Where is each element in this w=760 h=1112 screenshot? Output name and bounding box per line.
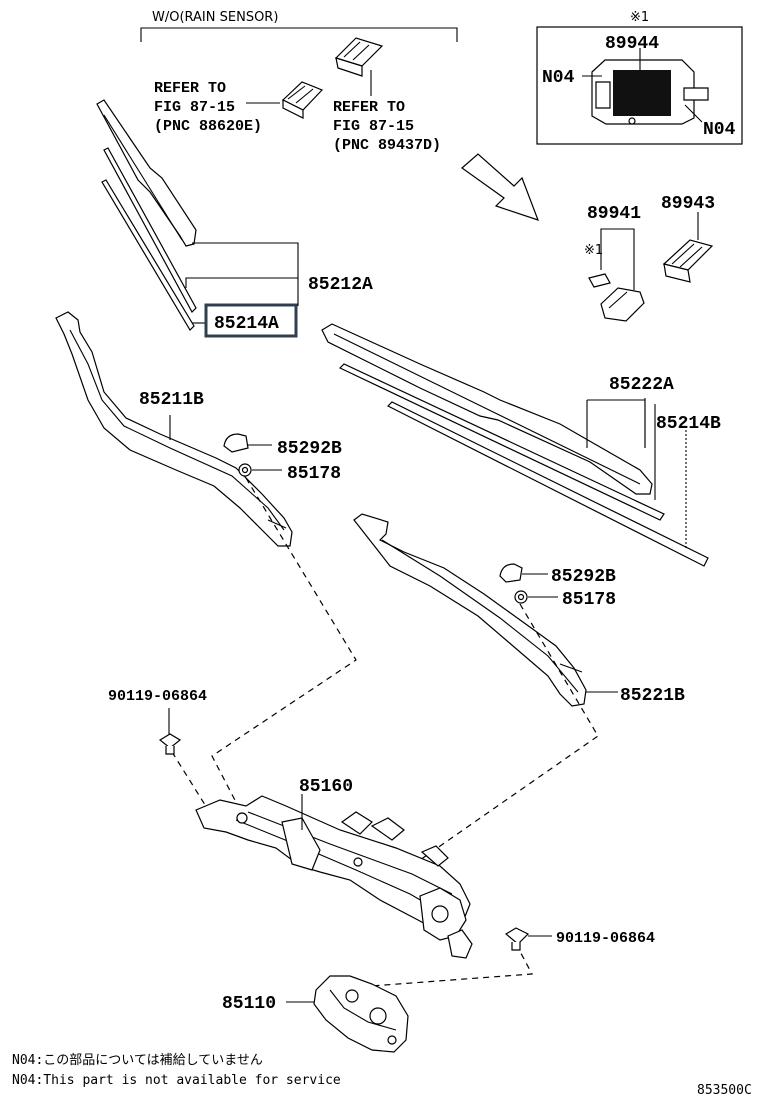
part-89943: 89943 [661, 194, 715, 214]
part-85292B-left: 85292B [277, 439, 342, 459]
wiper-motor: 85110 [222, 975, 409, 1053]
left-cap-nut: 85292B 85178 [223, 433, 342, 484]
right-cap-nut: 85292B 85178 [499, 563, 616, 610]
refer-line: (PNC 89437D) [333, 137, 441, 154]
inset-part-number: 89944 [605, 34, 659, 54]
part-85222A: 85222A [609, 375, 674, 395]
part-89941: 89941 [587, 204, 641, 224]
part-85211B: 85211B [139, 390, 204, 410]
part-85178-left: 85178 [287, 464, 341, 484]
bolt-right: 90119-06864 [504, 927, 655, 951]
part-85110: 85110 [222, 994, 276, 1014]
footnotes: N04:この部品については補給していません N04:This part is n… [12, 1053, 752, 1098]
refer-note-1: REFER TO FIG 87-15 (PNC 88620E) [154, 80, 262, 135]
variant-label: W/O(RAIN SENSOR) [152, 10, 278, 25]
wiper-linkage: 85160 [195, 777, 473, 959]
highlight-85214A [204, 303, 298, 338]
sensor-parts: 89941 89943 ※1 [584, 194, 715, 322]
part-85212A: 85212A [308, 275, 373, 295]
inset-right-note: N04 [703, 120, 736, 140]
refer-line: REFER TO [333, 99, 405, 116]
marker-1: ※1 [584, 243, 603, 258]
part-85178-right: 85178 [562, 590, 616, 610]
left-wiper-arm: 85211B [55, 311, 293, 547]
part-90119-right: 90119-06864 [556, 930, 655, 947]
inset-left-note: N04 [542, 68, 575, 88]
bolt-left: 90119-06864 [108, 688, 207, 755]
assembly-guides [171, 477, 599, 989]
rain-sensor-cover-1 [246, 81, 324, 119]
footnote-en: N04:This part is not available for servi… [12, 1073, 341, 1088]
refer-line: FIG 87-15 [154, 99, 235, 116]
part-85214A: 85214A [214, 314, 279, 334]
part-85221B: 85221B [620, 686, 685, 706]
variant-bracket: W/O(RAIN SENSOR) [140, 10, 458, 42]
refer-line: REFER TO [154, 80, 226, 97]
figure-id: 853500C [697, 1083, 752, 1098]
right-wiper-arm: 85221B [353, 513, 685, 707]
right-wiper-blade: 85222A 85214B [321, 323, 721, 567]
part-85292B-right: 85292B [551, 567, 616, 587]
footnote-jp: N04:この部品については補給していません [12, 1053, 263, 1068]
inset-marker: ※1 [630, 10, 649, 25]
inset-box: ※1 89944 N04 N04 [536, 10, 743, 145]
refer-line: FIG 87-15 [333, 118, 414, 135]
rain-sensor-cover-2 [334, 37, 384, 96]
part-85214B: 85214B [656, 414, 721, 434]
refer-note-2: REFER TO FIG 87-15 (PNC 89437D) [333, 99, 441, 154]
direction-arrow [461, 153, 540, 221]
part-85160: 85160 [299, 777, 353, 797]
refer-line: (PNC 88620E) [154, 118, 262, 135]
part-90119-left: 90119-06864 [108, 688, 207, 705]
left-wiper-blade: 85212A 85214A [96, 99, 373, 338]
